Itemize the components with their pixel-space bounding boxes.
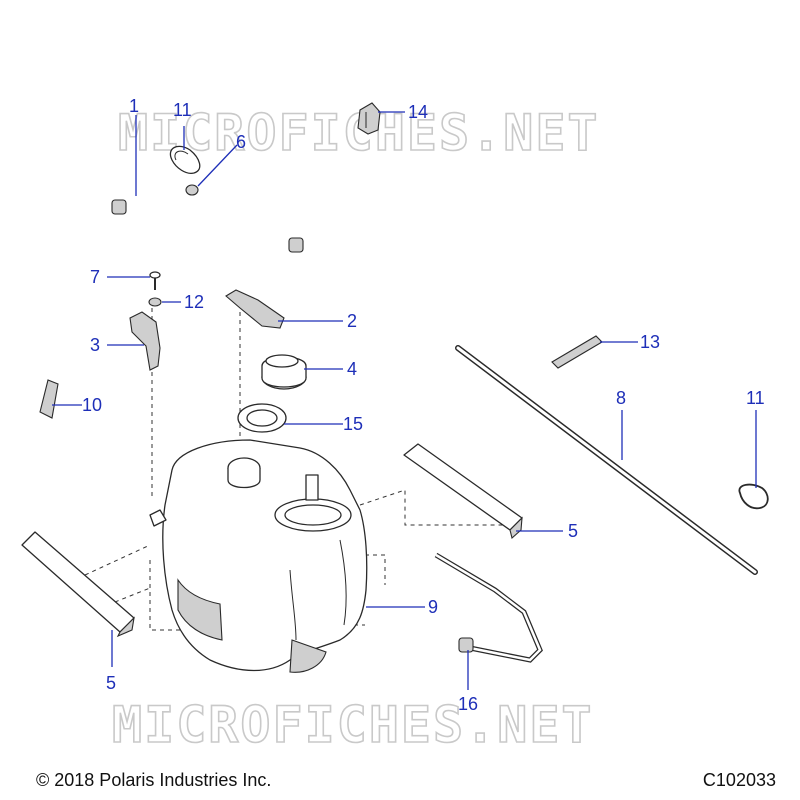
copyright-text: © 2018 Polaris Industries Inc. <box>36 770 272 790</box>
callout-11-right[interactable]: 11 <box>746 388 765 408</box>
callout-6[interactable]: 6 <box>236 132 246 152</box>
part-gasket-ring <box>237 403 287 433</box>
callout-10[interactable]: 10 <box>82 395 102 415</box>
callout-11-top[interactable]: 11 <box>173 100 192 120</box>
leader-lines <box>52 111 757 690</box>
callout-9[interactable]: 9 <box>428 597 438 617</box>
part-fuel-cap <box>261 354 307 390</box>
callout-5-left[interactable]: 5 <box>106 673 116 693</box>
part-clamp-top <box>169 145 201 174</box>
callout-15[interactable]: 15 <box>343 414 363 434</box>
part-fuel-tank <box>149 439 368 673</box>
part-strip <box>551 335 603 369</box>
callout-2[interactable]: 2 <box>347 311 357 331</box>
part-rod <box>455 345 758 575</box>
part-pad-right <box>403 443 523 540</box>
callout-12[interactable]: 12 <box>184 292 204 312</box>
part-washer <box>148 297 162 307</box>
callout-4[interactable]: 4 <box>347 359 357 379</box>
callout-14[interactable]: 14 <box>408 102 428 122</box>
part-vent-line <box>434 552 543 663</box>
part-grommet <box>185 184 199 196</box>
part-screw <box>149 271 161 290</box>
part-bracket-upper <box>225 289 285 329</box>
watermark-top: MICROFICHES.NET <box>118 104 600 162</box>
part-clip <box>357 102 381 135</box>
part-pad-small <box>39 379 59 419</box>
callouts: 1 11 6 14 7 12 2 3 4 10 15 8 13 11 5 9 5… <box>82 96 765 714</box>
callout-1[interactable]: 1 <box>129 96 139 116</box>
part-bracket-left <box>129 311 161 371</box>
part-pad-left <box>21 531 135 638</box>
part-clamp-right <box>738 483 769 510</box>
callout-13[interactable]: 13 <box>640 332 660 352</box>
callout-8[interactable]: 8 <box>616 388 626 408</box>
drawing-number: C102033 <box>702 770 776 790</box>
callout-5-right[interactable]: 5 <box>568 521 578 541</box>
callout-3[interactable]: 3 <box>90 335 100 355</box>
watermark-bottom: MICROFICHES.NET <box>112 696 594 754</box>
part-fuel-line <box>111 180 304 253</box>
callout-7[interactable]: 7 <box>90 267 100 287</box>
callout-16[interactable]: 16 <box>458 694 478 714</box>
